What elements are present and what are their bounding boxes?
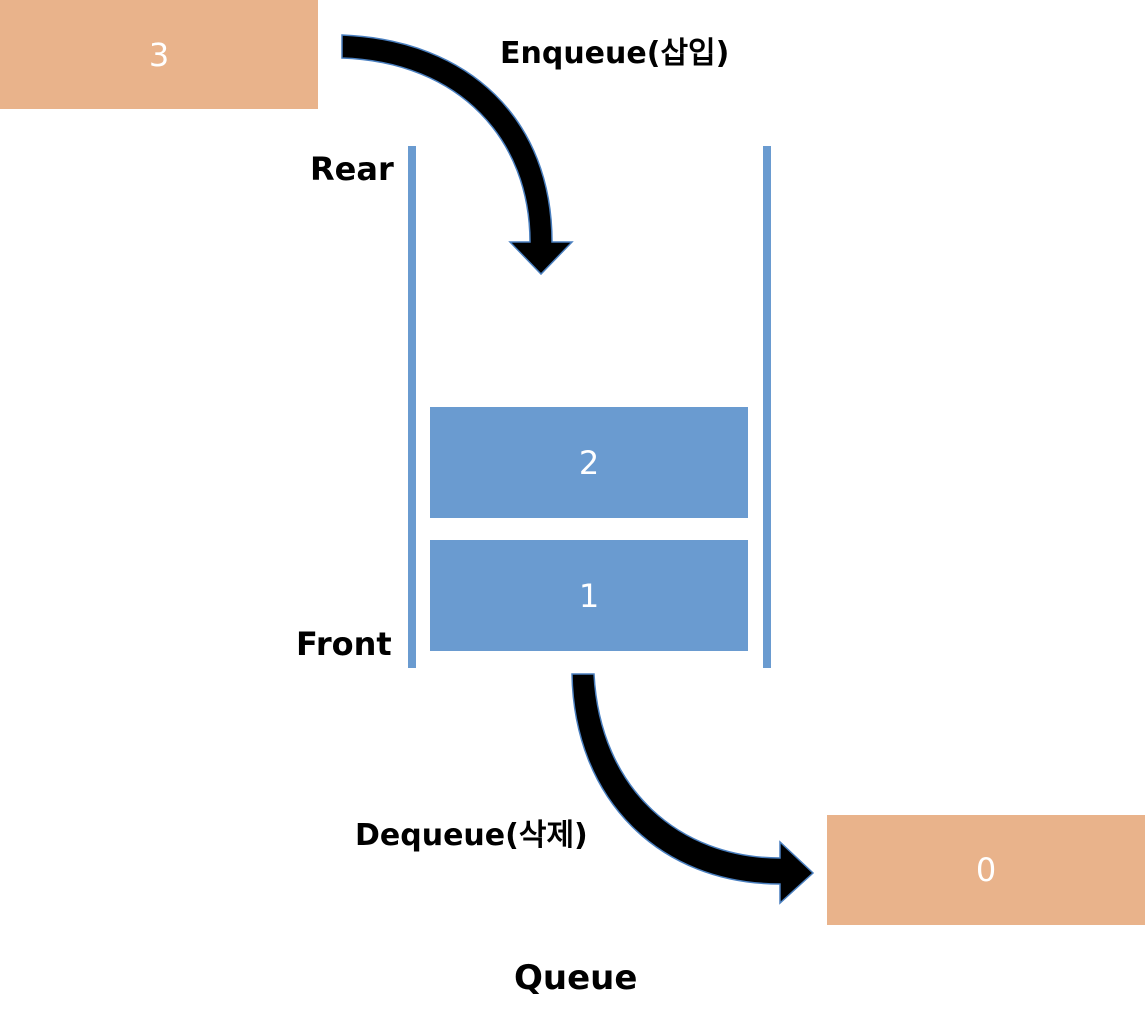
enqueue-label: Enqueue(삽입) xyxy=(500,36,730,71)
queue-item-front: 1 xyxy=(430,540,748,651)
queue-item-rear: 2 xyxy=(430,407,748,518)
outgoing-item-value: 0 xyxy=(975,851,997,889)
queue-item-value: 1 xyxy=(578,576,600,615)
diagram-caption: Queue xyxy=(514,958,638,998)
enqueue-arrow xyxy=(341,34,574,276)
queue-right-wall xyxy=(763,146,771,668)
queue-item-value: 2 xyxy=(578,443,600,482)
incoming-item-value: 3 xyxy=(148,35,170,74)
incoming-item-box: 3 xyxy=(0,0,318,109)
dequeue-arrow xyxy=(571,673,815,905)
outgoing-item-box: 0 xyxy=(827,815,1145,925)
front-label: Front xyxy=(296,625,392,663)
rear-label: Rear xyxy=(310,150,394,188)
dequeue-label: Dequeue(삭제) xyxy=(355,818,588,853)
queue-left-wall xyxy=(408,146,416,668)
